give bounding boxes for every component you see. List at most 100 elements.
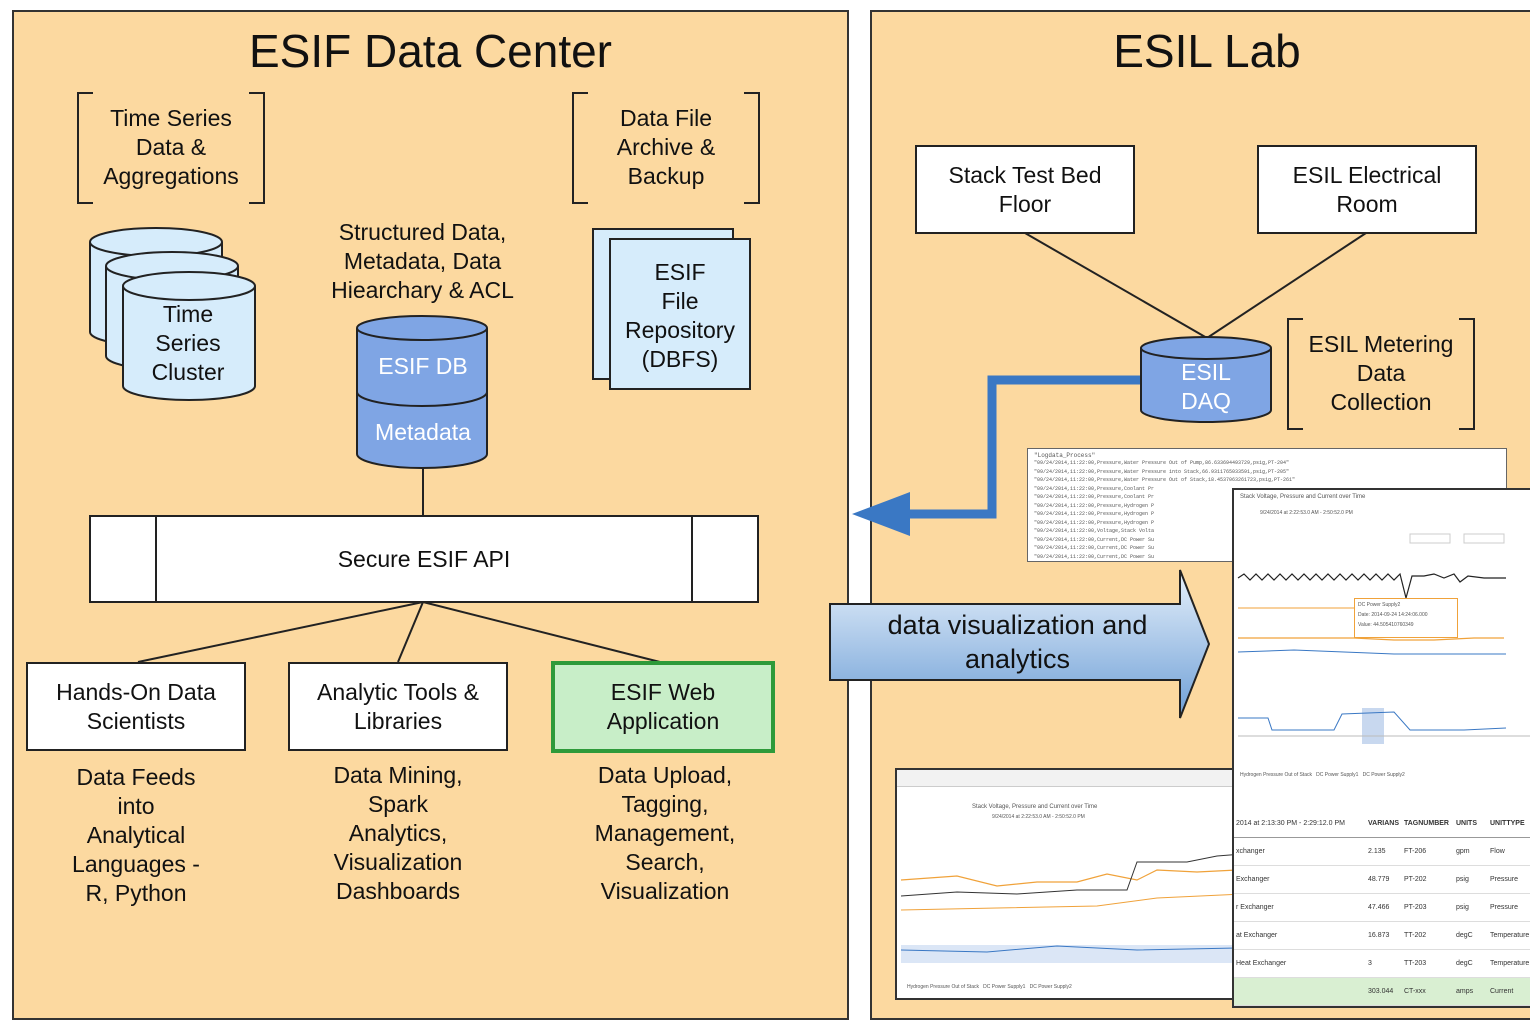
bracket-left xyxy=(1287,318,1303,430)
stack-test-box: Stack Test Bed Floor xyxy=(915,145,1135,234)
log-line: "09/24/2014,11:22:00,Pressure,Water Pres… xyxy=(1034,477,1296,483)
visualization-arrow-label: data visualization and analytics xyxy=(887,610,1148,674)
table-row: Heat Exchanger 3 TT-203 degC Temperature xyxy=(1234,950,1530,978)
api-left-divider xyxy=(155,517,157,601)
api-right-divider xyxy=(691,517,693,601)
table-header-cell: UNITTYPE xyxy=(1490,820,1525,827)
table-header: 2014 at 2:13:30 PM - 2:29:12.0 PM VARIAN… xyxy=(1234,810,1530,838)
metadata-label: Metadata xyxy=(375,419,471,445)
main-chart-title: Stack Voltage, Pressure and Current over… xyxy=(1240,494,1366,500)
log-line: "09/24/2014,11:22:00,Voltage,Stack Volta xyxy=(1034,528,1155,534)
bracket-left xyxy=(77,92,93,204)
table-cell: r Exchanger xyxy=(1236,904,1274,911)
file-repository-doc-front xyxy=(609,238,751,390)
analytic-tools-desc: Data Mining, Spark Analytics, Visualizat… xyxy=(333,762,463,904)
panel-title: ESIL Lab xyxy=(1113,25,1301,77)
analytic-tools-label: Analytic Tools & Libraries xyxy=(317,678,479,734)
small-legend: Hydrogen Pressure Out of Stack DC Power … xyxy=(907,984,1072,990)
time-series-bracket: Time Series Data & Aggregations xyxy=(77,92,265,204)
time-series-bracket-label: Time Series Data & Aggregations xyxy=(103,105,239,189)
log-line: "09/24/2014,11:22:00,Current,DC Power Su xyxy=(1034,553,1155,560)
table-cell: at Exchanger xyxy=(1236,932,1278,939)
table-cell: degC xyxy=(1456,960,1473,967)
table-cell: TT-202 xyxy=(1404,932,1427,939)
table-cell: degC xyxy=(1456,932,1473,939)
table-cell: Flow xyxy=(1490,848,1505,855)
legend-item: DC Power Supply1 xyxy=(1316,772,1359,778)
log-header: "Logdata_Process" xyxy=(1034,452,1096,459)
web-application-label: ESIF Web Application xyxy=(606,679,720,734)
table-row: r Exchanger 47.466 PT-203 psig Pressure xyxy=(1234,894,1530,922)
bracket-right xyxy=(744,92,760,204)
bracket-right xyxy=(249,92,265,204)
table-cell: 3 xyxy=(1368,960,1372,967)
table-cell: TT-203 xyxy=(1404,960,1427,967)
metering-bracket: ESIL Metering Data Collection xyxy=(1287,318,1475,430)
table-cell: Current xyxy=(1490,988,1514,995)
log-line: "09/24/2014,11:22:00,Pressure,Coolant Pr xyxy=(1034,494,1155,500)
esil-daq-label: ESIL DAQ xyxy=(1181,359,1231,414)
tooltip: DC Power Supply2 Date: 2014-09-24 14:24:… xyxy=(1354,598,1458,638)
table-cell: 2.135 xyxy=(1368,848,1386,855)
legend-item: Hydrogen Pressure Out of Stack xyxy=(1240,772,1312,778)
data-table: 2014 at 2:13:30 PM - 2:29:12.0 PM VARIAN… xyxy=(1234,810,1530,1006)
log-line: "09/24/2014,11:22:00,Current,DC Power Su xyxy=(1034,536,1155,543)
table-cell: Pressure xyxy=(1490,876,1519,883)
structured-data-label: Structured Data, Metadata, Data Hiearcha… xyxy=(331,219,514,303)
table-cell: PT-203 xyxy=(1404,904,1427,911)
tooltip-line: Date: 2014-09-24 14:24:06.000 xyxy=(1358,612,1428,618)
esif-db-icon xyxy=(356,315,488,469)
esil-daq-icon xyxy=(1140,336,1272,423)
legend-item: Hydrogen Pressure Out of Stack xyxy=(907,984,979,990)
table-cell: amps xyxy=(1456,988,1474,995)
panel-title: ESIF Data Center xyxy=(248,25,613,77)
data-scientists-desc: Data Feeds into Analytical Languages - R… xyxy=(72,764,200,906)
electrical-room-label: ESIL Electrical Room xyxy=(1292,161,1442,217)
file-repository-label: ESIF File Repository (DBFS) xyxy=(625,259,735,372)
metering-bracket-label: ESIL Metering Data Collection xyxy=(1308,331,1454,415)
legend-item: DC Power Supply1 xyxy=(983,984,1026,990)
table-cell: Heat Exchanger xyxy=(1236,960,1287,967)
table-cell: 47.466 xyxy=(1368,904,1390,911)
log-line: "09/24/2014,11:22:00,Pressure,Hydrogen P xyxy=(1034,502,1155,509)
stack-test-label: Stack Test Bed Floor xyxy=(948,161,1102,217)
table-header-cell: UNITS xyxy=(1456,820,1477,827)
electrical-room-box: ESIL Electrical Room xyxy=(1257,145,1477,234)
log-line: "09/24/2014,11:22:00,Pressure,Coolant Pr xyxy=(1034,485,1155,492)
file-archive-bracket-label: Data File Archive & Backup xyxy=(616,105,716,189)
table-cell: psig xyxy=(1456,876,1469,883)
main-chart-lines xyxy=(1237,533,1530,744)
legend-item: DC Power Supply2 xyxy=(1029,984,1072,990)
table-header-cell: 2014 at 2:13:30 PM - 2:29:12.0 PM xyxy=(1236,820,1345,827)
small-toolbar xyxy=(897,770,1238,787)
table-cell: Exchanger xyxy=(1236,876,1270,883)
table-header-cell: VARIANS xyxy=(1368,820,1399,827)
bracket-right xyxy=(1459,318,1475,430)
small-chart-title: Stack Voltage, Pressure and Current over… xyxy=(972,804,1098,810)
bracket-left xyxy=(572,92,588,204)
secure-api-box: Secure ESIF API xyxy=(89,515,759,603)
small-chart-subtitle: 9/24/2014 at 2:22:53.0 AM - 2:50:52.0 PM xyxy=(992,814,1085,820)
secure-api-label: Secure ESIF API xyxy=(337,545,511,572)
table-cell: CT-xxx xyxy=(1404,988,1426,995)
main-legend: Hydrogen Pressure Out of Stack DC Power … xyxy=(1240,772,1405,778)
table-cell: psig xyxy=(1456,904,1469,911)
table-cell: gpm xyxy=(1456,848,1470,855)
table-cell: Temperature xyxy=(1490,960,1530,967)
analytic-tools-box: Analytic Tools & Libraries xyxy=(288,662,508,751)
tooltip-line: DC Power Supply2 xyxy=(1358,602,1401,608)
cylinder-front xyxy=(122,271,256,401)
table-cell: 16.873 xyxy=(1368,932,1390,939)
table-cell: Pressure xyxy=(1490,904,1519,911)
file-archive-bracket: Data File Archive & Backup xyxy=(572,92,760,204)
table-cell: 303.044 xyxy=(1368,988,1394,995)
log-line: "09/24/2014,11:22:00,Pressure,Hydrogen P xyxy=(1034,511,1155,517)
time-series-cluster-label: Time Series Cluster xyxy=(151,301,225,385)
time-series-cluster-icon xyxy=(89,227,256,401)
data-scientists-box: Hands-On Data Scientists xyxy=(26,662,246,751)
web-application-box: ESIF Web Application xyxy=(551,661,775,753)
